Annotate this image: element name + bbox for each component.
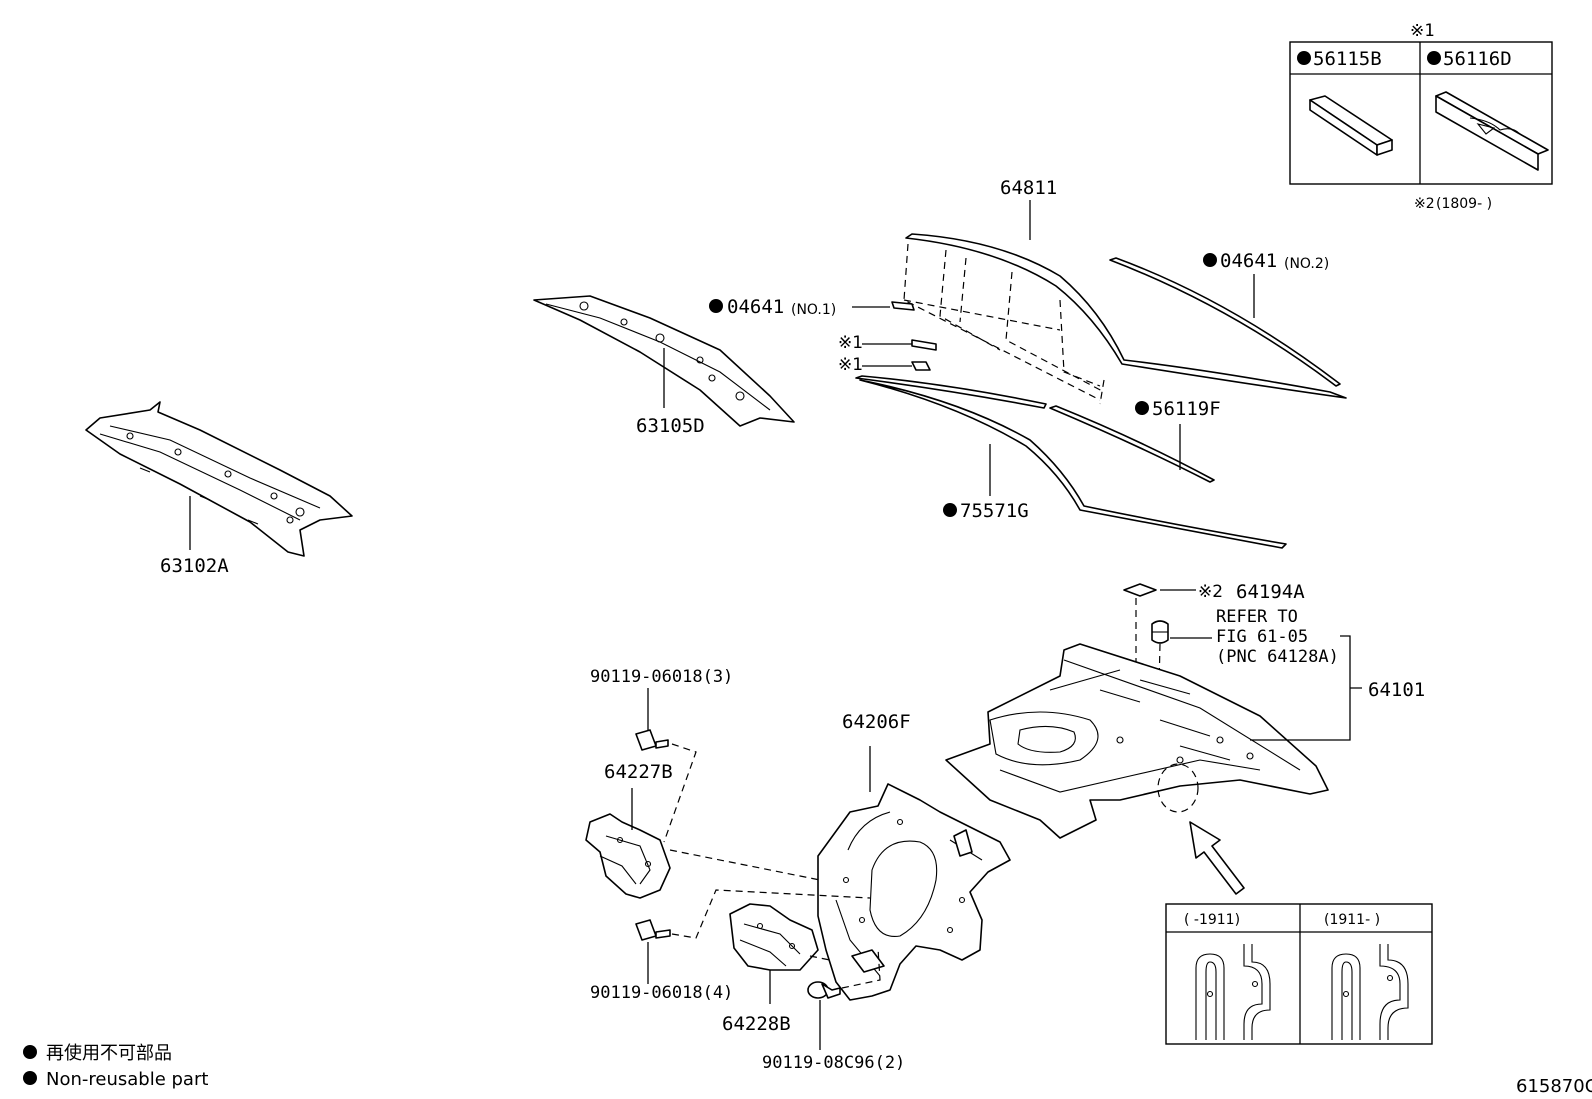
inset-badges: ※1 56115B 56116D ※2 (1809- ) [1289,21,1553,212]
label-64206F: 64206F [842,711,911,733]
nonreusable-dot-icon [1297,51,1311,65]
spacer-no1-icon [891,301,915,311]
badge-small-icon [1309,95,1393,156]
detail-arrow-icon [1189,821,1245,895]
label-04641-no2: 04641 [1220,250,1277,272]
label-64228B: 64228B [722,1013,791,1035]
label-75571G: 75571G [960,500,1029,522]
legend-ja: 再使用不可部品 [46,1043,172,1064]
legend-dot-icon [23,1045,37,1059]
clip-64128A-icon [1151,620,1169,644]
label-56119F: 56119F [1152,398,1221,420]
nonreusable-dot-icon [1135,401,1149,415]
label-64227B: 64227B [604,761,673,783]
inset-footnote-range: (1809- ) [1436,196,1492,212]
legend-dot-icon [23,1071,37,1085]
part-56115B: 56115B [1313,48,1382,70]
part-56116D: 56116D [1443,48,1512,70]
mark2-64194A: ※2 [1198,582,1223,602]
label-bolt-mid: 90119-06018(4) [590,983,733,1003]
inset-header-mark: ※1 [1410,21,1434,41]
nonreusable-dot-icon [709,299,723,313]
inset-footnote-mark: ※2 [1414,196,1435,212]
part-64101-drawing [945,643,1329,839]
label-64811: 64811 [1000,177,1057,199]
label-bolt-bottom: 90119-08C96(2) [762,1053,905,1073]
label-04641-no1-note: (NO.1) [791,302,836,318]
bolt-bottom-icon [807,981,841,999]
label-64101: 64101 [1368,679,1425,701]
part-64811-drawing [855,233,1347,549]
label-bolt-top: 90119-06018(3) [590,667,733,687]
detail-circle-icon [1157,763,1199,813]
inset-left-range: ( -1911) [1184,912,1240,928]
label-63105D: 63105D [636,415,705,437]
bolt-mid-icon [635,919,671,941]
nonreusable-dot-icon [1203,253,1217,267]
pad-a-icon [911,339,937,351]
label-63102A: 63102A [160,555,229,577]
part-64206F-drawing [817,783,1011,1001]
part-64228B-drawing [729,903,819,971]
label-04641-no1: 04641 [727,296,784,318]
pad-b-icon [911,361,931,371]
label-04641-no2-note: (NO.2) [1284,256,1329,272]
nonreusable-dot-icon [943,503,957,517]
mark1-pad-b: ※1 [838,355,863,375]
label-64194A: 64194A [1236,581,1305,603]
figure-code: 615870C [1516,1076,1592,1097]
part-64194A-drawing [1123,583,1157,597]
mark1-pad-a: ※1 [838,333,863,353]
inset-revision-detail: ( -1911) (1911- ) [1165,903,1433,1045]
part-63102A-drawing [85,401,353,557]
nonreusable-dot-icon [1427,51,1441,65]
refer-line2: FIG 61-05 [1216,627,1308,647]
part-64227B-drawing [585,813,671,899]
glass-mounting-dashes [903,243,1105,405]
badge-large-icon [1435,91,1549,171]
refer-line3: (PNC 64128A) [1216,647,1339,667]
inset-right-range: (1911- ) [1324,912,1380,928]
bolt-top-icon [635,729,669,751]
refer-line1: REFER TO [1216,607,1298,627]
legend-en: Non-reusable part [46,1069,208,1090]
